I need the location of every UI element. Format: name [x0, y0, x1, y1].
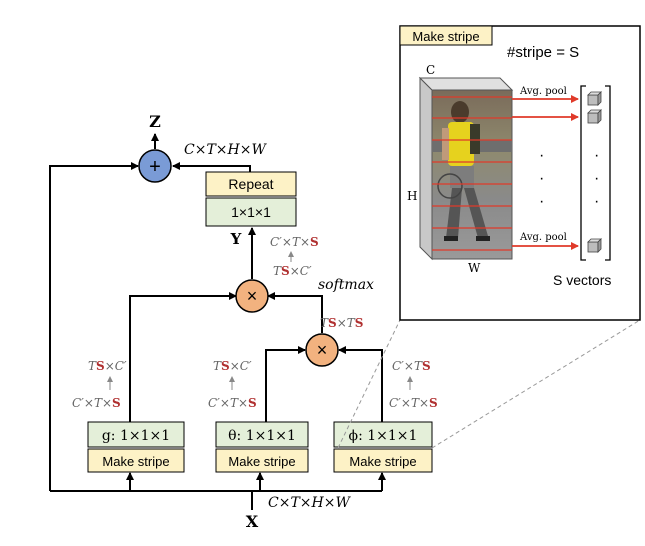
x-label: X — [246, 512, 259, 531]
theta-make-stripe-block: Make stripe — [215, 448, 309, 473]
inset-title: Make stripe — [412, 29, 479, 44]
svg-text:θ: 1×1×1: θ: 1×1×1 — [228, 428, 296, 444]
z-label: Z — [149, 112, 161, 131]
svg-text:·: · — [594, 170, 599, 187]
g-dim-bottom: C′×T×S — [72, 396, 121, 410]
width-label: W — [468, 261, 481, 275]
svg-text:Make stripe: Make stripe — [228, 454, 295, 469]
phi-make-stripe-block: Make stripe — [333, 448, 433, 473]
sum-node: + — [138, 149, 172, 183]
svg-text:+: + — [149, 156, 161, 178]
svg-text:·: · — [539, 147, 544, 164]
connections — [49, 133, 386, 510]
y-dim-mid: TS×C′ — [273, 264, 312, 278]
g-make-stripe-block: Make stripe — [87, 448, 185, 473]
theta-dim-top: TS×C′ — [213, 359, 252, 373]
output-dim-label: C×T×H×W — [184, 142, 267, 158]
feature-tensor — [418, 76, 514, 261]
y-dim-top: C′×T×S — [270, 235, 319, 249]
svg-text:·: · — [594, 193, 599, 210]
matmul-node-lower: × — [305, 333, 339, 367]
channel-label: C — [426, 63, 435, 77]
y-label: Y — [230, 230, 242, 248]
make-stripe-inset: Make stripe #stripe = S — [399, 25, 641, 321]
output-conv-block: 1×1×1 — [205, 197, 297, 227]
avg-pool-label-bottom: Avg. pool — [519, 232, 567, 243]
matmul-node-upper: × — [235, 279, 269, 313]
g-conv-block: g: 1×1×1 — [87, 421, 185, 448]
svg-text:Repeat: Repeat — [228, 176, 273, 192]
phi-dim-top: C′×TS — [392, 359, 431, 373]
svg-text:·: · — [594, 147, 599, 164]
svg-text:·: · — [539, 193, 544, 210]
svg-text:×: × — [317, 340, 328, 360]
affinity-dim: TS×TS — [320, 316, 363, 330]
theta-conv-block: θ: 1×1×1 — [215, 421, 309, 448]
svg-text:ϕ: 1×1×1: ϕ: 1×1×1 — [349, 428, 418, 444]
avg-pool-label-top: Avg. pool — [519, 86, 567, 97]
theta-dim-bottom: C′×T×S — [208, 396, 257, 410]
stripe-count-label: #stripe = S — [507, 44, 579, 61]
svg-text:·: · — [539, 170, 544, 187]
ellipsis-dots: · · · · · · — [539, 147, 599, 210]
g-dim-top: TS×C′ — [88, 359, 127, 373]
repeat-block: Repeat — [205, 171, 297, 197]
svg-text:×: × — [247, 286, 258, 306]
softmax-label: softmax — [318, 277, 374, 293]
svg-text:Make stripe: Make stripe — [349, 454, 416, 469]
callout-lines — [337, 319, 641, 449]
svg-text:g: 1×1×1: g: 1×1×1 — [102, 428, 170, 444]
pooled-vector-cubes — [587, 91, 602, 253]
phi-conv-block: ϕ: 1×1×1 — [333, 421, 433, 448]
input-dim-label: C×T×H×W — [268, 495, 351, 511]
svg-text:Make stripe: Make stripe — [102, 454, 169, 469]
phi-dim-bottom: C′×T×S — [389, 396, 438, 410]
vector-bracket — [580, 85, 611, 261]
height-label: H — [407, 189, 417, 203]
svg-text:1×1×1: 1×1×1 — [231, 204, 271, 220]
s-vectors-label: S vectors — [553, 272, 611, 288]
